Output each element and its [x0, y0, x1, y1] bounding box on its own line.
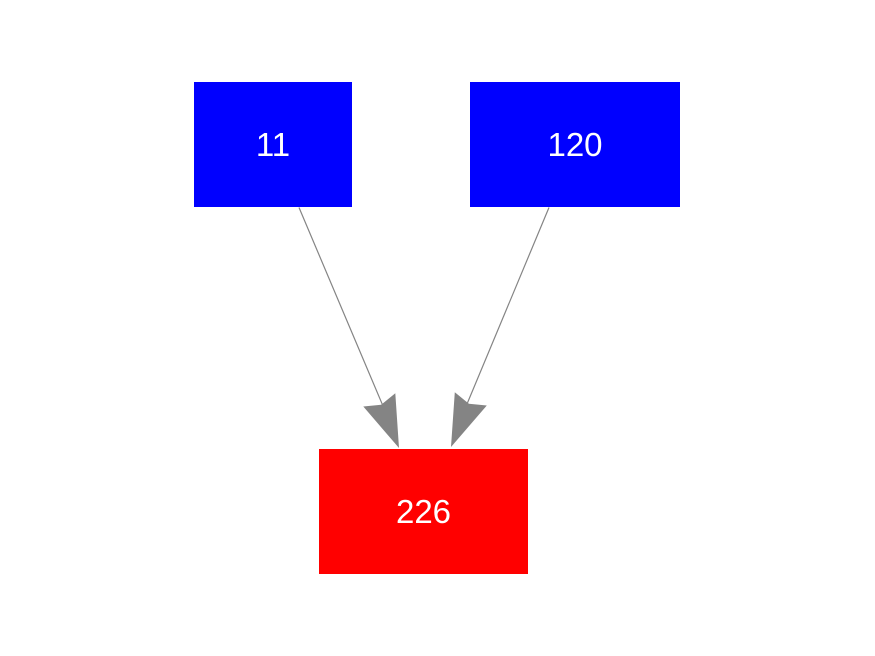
- node-11[interactable]: 11: [194, 82, 352, 207]
- node-label: 226: [395, 493, 452, 530]
- node-226[interactable]: 226: [319, 449, 528, 574]
- node-label: 120: [547, 126, 603, 163]
- edge-120-226: [451, 207, 550, 447]
- edge-arrowhead: [451, 392, 487, 447]
- node-120[interactable]: 120: [470, 82, 680, 207]
- node-label: 11: [255, 126, 291, 163]
- edge-line: [466, 207, 550, 405]
- edge-11-226: [298, 207, 399, 448]
- edge-arrowhead: [363, 393, 399, 448]
- edge-line: [298, 207, 384, 407]
